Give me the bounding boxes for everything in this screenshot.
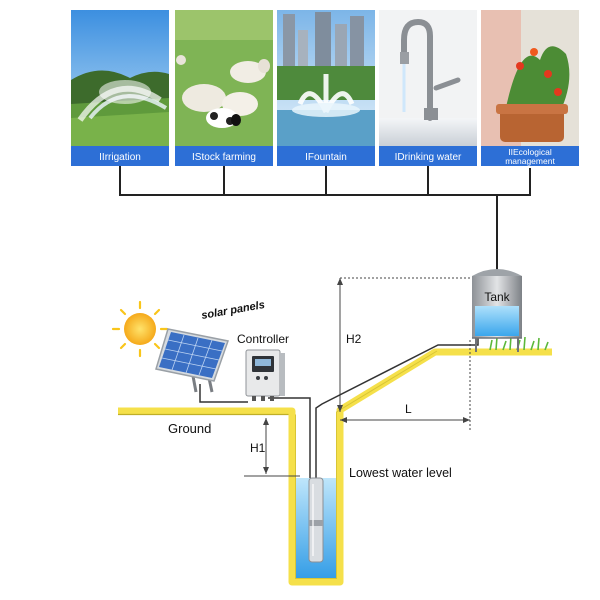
tank-label: Tank <box>484 290 510 304</box>
solar-panel-icon <box>155 328 229 393</box>
tile-stock-farming: IStock farming <box>175 10 273 166</box>
h2-label: H2 <box>346 332 362 346</box>
caption-drinking-water: IDrinking water <box>395 152 462 163</box>
h1-label: H1 <box>250 441 266 455</box>
distribution-pipes <box>119 166 531 270</box>
l-label: L <box>405 402 412 416</box>
caption-ecological-line1: IIEcological <box>508 147 552 157</box>
wiring <box>199 336 479 478</box>
caption-ecological-line2: management <box>505 156 555 166</box>
tile-fountain: IFountain <box>277 10 375 166</box>
sun-icon <box>111 300 169 358</box>
ground-label: Ground <box>168 421 211 436</box>
solar-panels-label: solar panels <box>200 299 265 322</box>
tile-drinking-water: IDrinking water <box>379 10 477 166</box>
controller-icon <box>245 349 285 401</box>
lowest-water-level-label: Lowest water level <box>349 466 452 480</box>
measurement-arrows <box>263 278 470 474</box>
tile-irrigation: IIrrigation <box>71 10 169 166</box>
caption-fountain: IFountain <box>305 152 347 163</box>
caption-irrigation: IIrrigation <box>99 152 141 163</box>
tile-ecological-management: IIEcological management <box>481 10 579 166</box>
controller-label: Controller <box>237 332 289 346</box>
caption-stock-farming: IStock farming <box>192 152 256 163</box>
measurement-guides <box>244 277 475 477</box>
pump-icon <box>308 477 324 563</box>
tank-icon <box>472 269 522 352</box>
